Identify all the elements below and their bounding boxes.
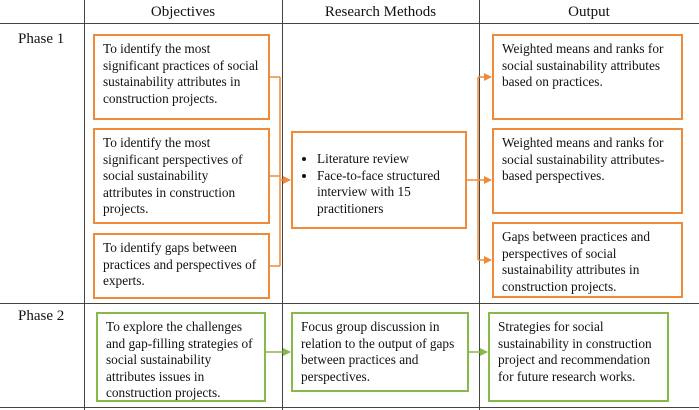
phase2-objective-text: To explore the challenges and gap-fillin… xyxy=(106,319,253,401)
phase1-objective-2: To identify the most significant perspec… xyxy=(93,128,270,224)
phase1-objective-1: To identify the most significant practic… xyxy=(93,34,270,120)
phase-2-label: Phase 2 xyxy=(18,308,65,324)
phase1-output-2: Weighted means and ranks for social sust… xyxy=(492,128,683,214)
phase2-objective: To explore the challenges and gap-fillin… xyxy=(96,312,266,402)
methods-list: Literature review Face-to-face structure… xyxy=(301,151,457,217)
phase1-output-3: Gaps between practices and perspectives … xyxy=(492,222,683,298)
phase2-output: Strategies for social sustainability in … xyxy=(488,312,669,402)
column-divider-2 xyxy=(282,0,283,410)
header-output: Output xyxy=(568,4,610,20)
phase1-objective-2-text: To identify the most significant perspec… xyxy=(103,135,243,217)
column-divider-1 xyxy=(84,0,85,410)
phase1-methods-box: Literature review Face-to-face structure… xyxy=(291,131,467,229)
phase1-objective-3: To identify gaps between practices and p… xyxy=(93,233,270,299)
phase-1-label: Phase 1 xyxy=(18,31,65,47)
phase2-method: Focus group discussion in relation to th… xyxy=(291,312,469,392)
method-item: Literature review xyxy=(317,151,457,168)
bottom-border xyxy=(0,407,699,408)
phase1-output-1-text: Weighted means and ranks for social sust… xyxy=(502,41,664,90)
header-objectives: Objectives xyxy=(150,4,216,20)
phase1-output-1: Weighted means and ranks for social sust… xyxy=(492,34,683,120)
phase2-output-text: Strategies for social sustainability in … xyxy=(498,319,652,384)
phase1-output-3-text: Gaps between practices and perspectives … xyxy=(502,229,651,294)
phase-divider xyxy=(0,303,699,304)
phase1-output-2-text: Weighted means and ranks for social sust… xyxy=(502,135,665,184)
method-item: Face-to-face structured interview with 1… xyxy=(317,168,457,218)
header-research-methods: Research Methods xyxy=(324,4,437,20)
phase2-method-text: Focus group discussion in relation to th… xyxy=(301,319,455,384)
phase1-objective-1-text: To identify the most significant practic… xyxy=(103,41,259,106)
header-divider xyxy=(0,23,699,24)
column-divider-3 xyxy=(479,0,480,410)
phase1-objective-3-text: To identify gaps between practices and p… xyxy=(103,240,257,289)
